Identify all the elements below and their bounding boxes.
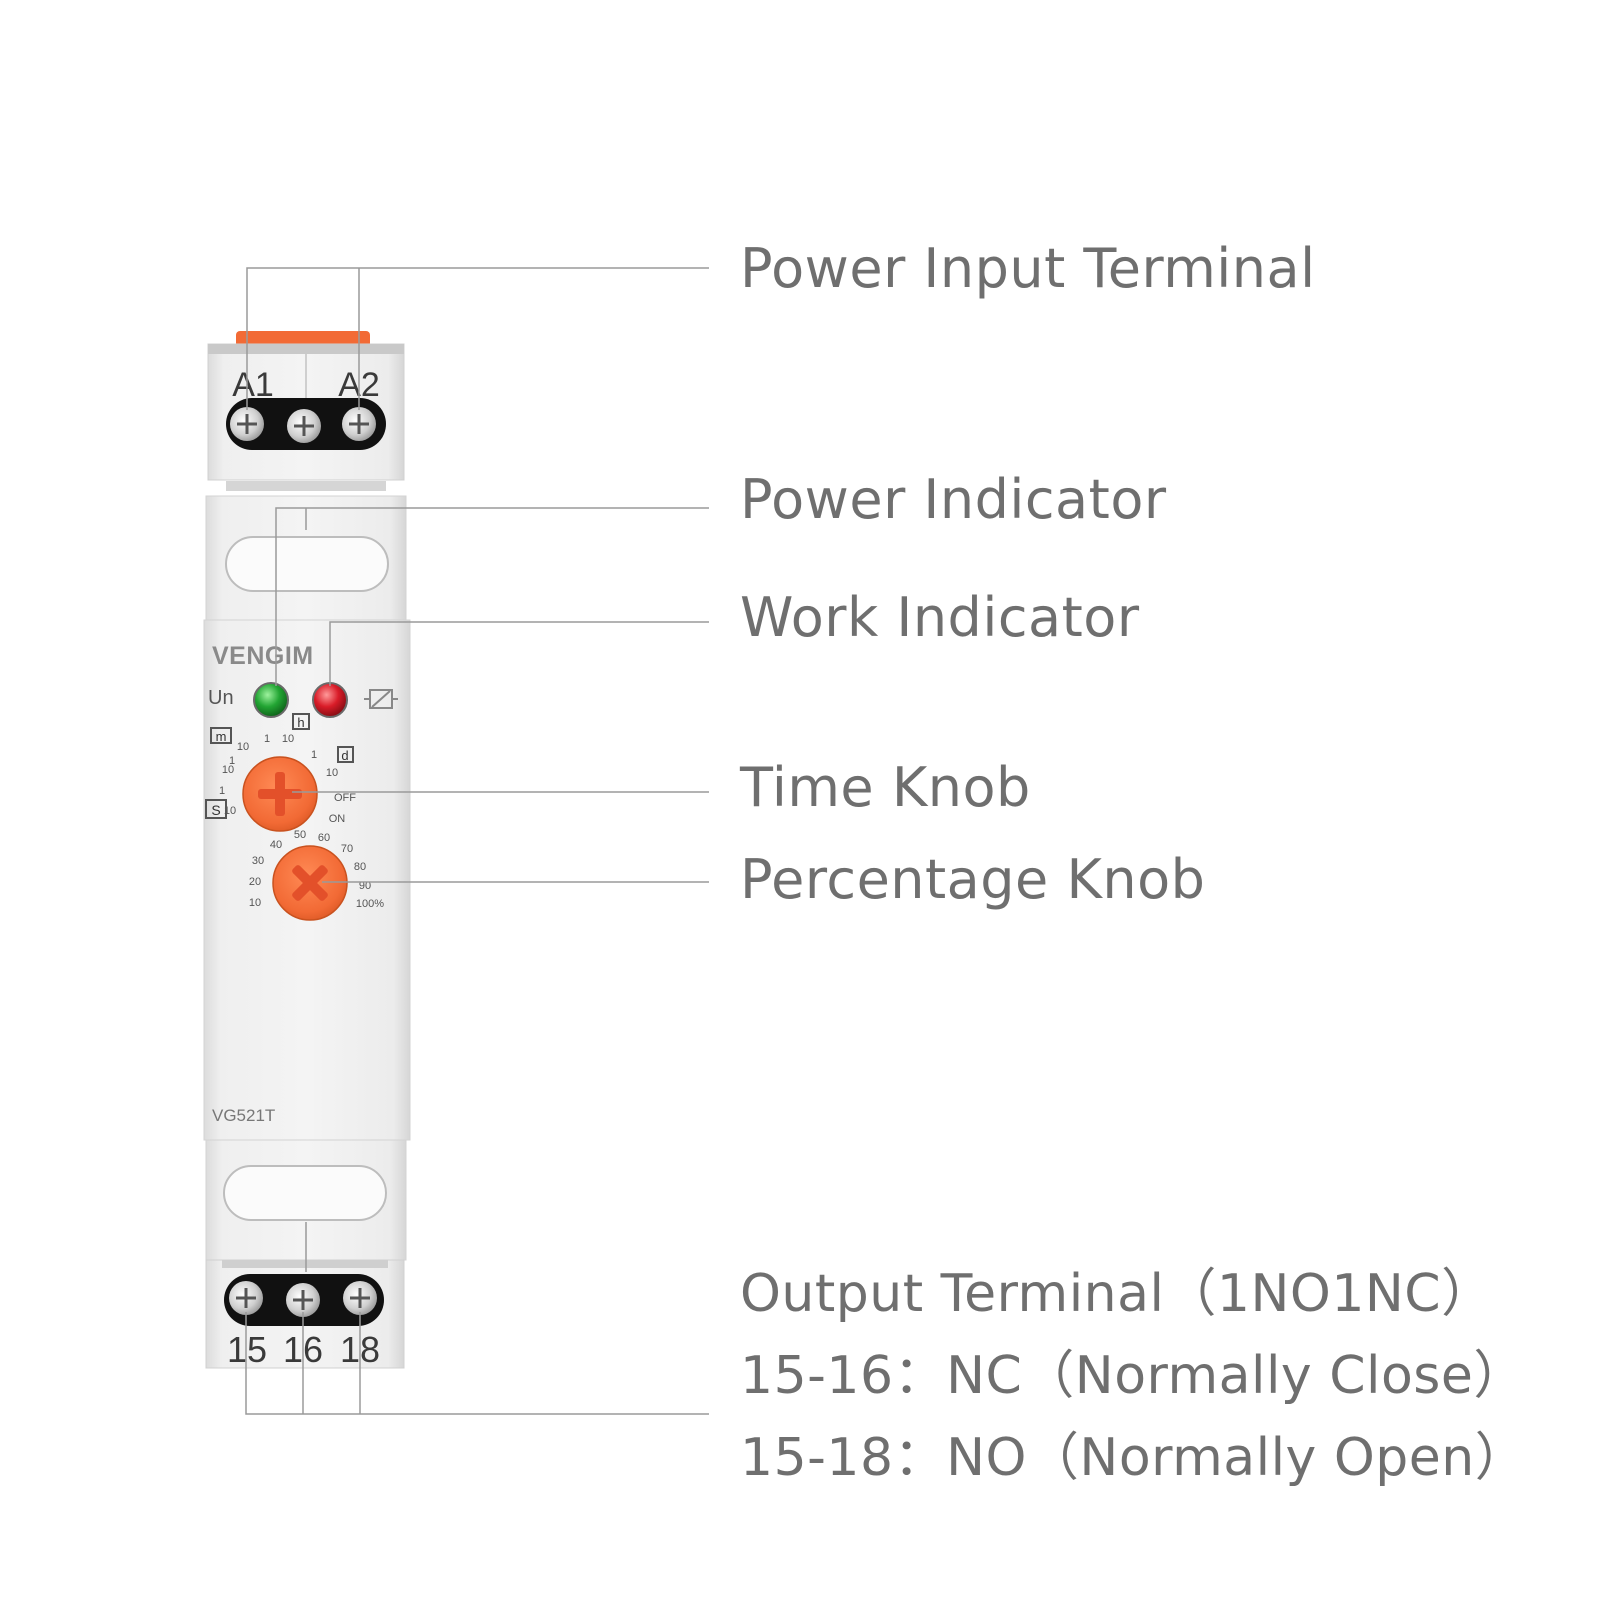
relay-coil-icon	[364, 689, 398, 709]
screw-a2-icon[interactable]	[342, 407, 376, 441]
brand-logo: VENGIM	[212, 642, 314, 670]
led-label-un: Un	[208, 687, 234, 709]
percentage-knob[interactable]	[272, 845, 348, 921]
range-letter-s: S	[205, 799, 227, 819]
leader-work-indicator	[329, 621, 709, 686]
screw-a1-icon[interactable]	[230, 407, 264, 441]
screw-15-icon[interactable]	[229, 1281, 263, 1315]
svg-text:S: S	[211, 802, 220, 818]
time-scale-tick: 1	[229, 755, 235, 767]
leader-output-terminal	[245, 1312, 709, 1415]
percent-scale-tick: 60	[318, 832, 330, 844]
callout-power-indicator: Power Indicator	[740, 468, 1167, 531]
percent-scale-tick: 80	[354, 861, 366, 873]
percent-scale-tick: 10	[249, 897, 261, 909]
leader-lines	[245, 267, 709, 1415]
range-letter-d: d	[337, 746, 354, 763]
percent-scale-tick: 20	[249, 876, 261, 888]
percent-knob-scale: 10 20 30 40 50 60 70 80 90 100%	[249, 829, 384, 910]
range-letter-m: m	[210, 727, 232, 744]
time-knob-scale: 10 1 10 1 10 1 10 1 10 OFF ON	[219, 733, 356, 825]
percent-scale-tick: 30	[252, 855, 264, 867]
leader-power-input	[246, 267, 709, 410]
percent-scale-tick: 100%	[356, 898, 384, 910]
terminal-label-15: 15	[227, 1329, 267, 1370]
relay-body: A1 A2 VENGIM Un m h d	[203, 331, 411, 1370]
callout-time-knob: Time Knob	[740, 756, 1031, 819]
svg-text:d: d	[341, 748, 348, 763]
time-mode-off: OFF	[334, 792, 356, 804]
lower-label-slot	[223, 1165, 387, 1221]
callout-output-nc: 15-16：NC（Normally Close）	[740, 1346, 1526, 1406]
screw-16-icon[interactable]	[286, 1283, 320, 1317]
time-mode-on: ON	[329, 813, 346, 825]
din-clip-top	[236, 331, 370, 347]
time-scale-tick: 1	[264, 733, 270, 745]
work-led-icon	[312, 682, 348, 718]
range-letter-h: h	[292, 713, 310, 730]
callout-power-input-terminal: Power Input Terminal	[740, 237, 1316, 300]
time-scale-tick: 10	[222, 764, 234, 776]
model-label: VG521T	[212, 1106, 275, 1125]
callout-output-terminal-title: Output Terminal（1NO1NC）	[740, 1264, 1494, 1324]
time-scale-tick: 10	[237, 741, 249, 753]
callout-percentage-knob: Percentage Knob	[740, 848, 1206, 911]
svg-text:h: h	[297, 715, 304, 730]
percent-scale-tick: 90	[359, 880, 371, 892]
callout-work-indicator: Work Indicator	[740, 586, 1140, 649]
upper-label-slot	[225, 536, 389, 592]
time-scale-tick: 10	[282, 733, 294, 745]
callout-output-no: 15-18：NO（Normally Open）	[740, 1428, 1528, 1488]
time-scale-tick: 1	[311, 749, 317, 761]
terminal-label-a1: A1	[232, 366, 274, 404]
percent-scale-tick: 50	[294, 829, 306, 841]
time-knob[interactable]	[242, 756, 318, 832]
time-scale-tick: 10	[224, 805, 236, 817]
screw-middle-icon[interactable]	[287, 409, 321, 443]
screw-18-icon[interactable]	[343, 1281, 377, 1315]
svg-text:m: m	[216, 729, 227, 744]
time-scale-tick: 1	[219, 785, 225, 797]
percent-scale-tick: 70	[341, 843, 353, 855]
time-scale-tick: 10	[326, 767, 338, 779]
power-led-icon	[253, 682, 289, 718]
leader-power-indicator	[275, 507, 709, 686]
percent-scale-tick: 40	[270, 839, 282, 851]
